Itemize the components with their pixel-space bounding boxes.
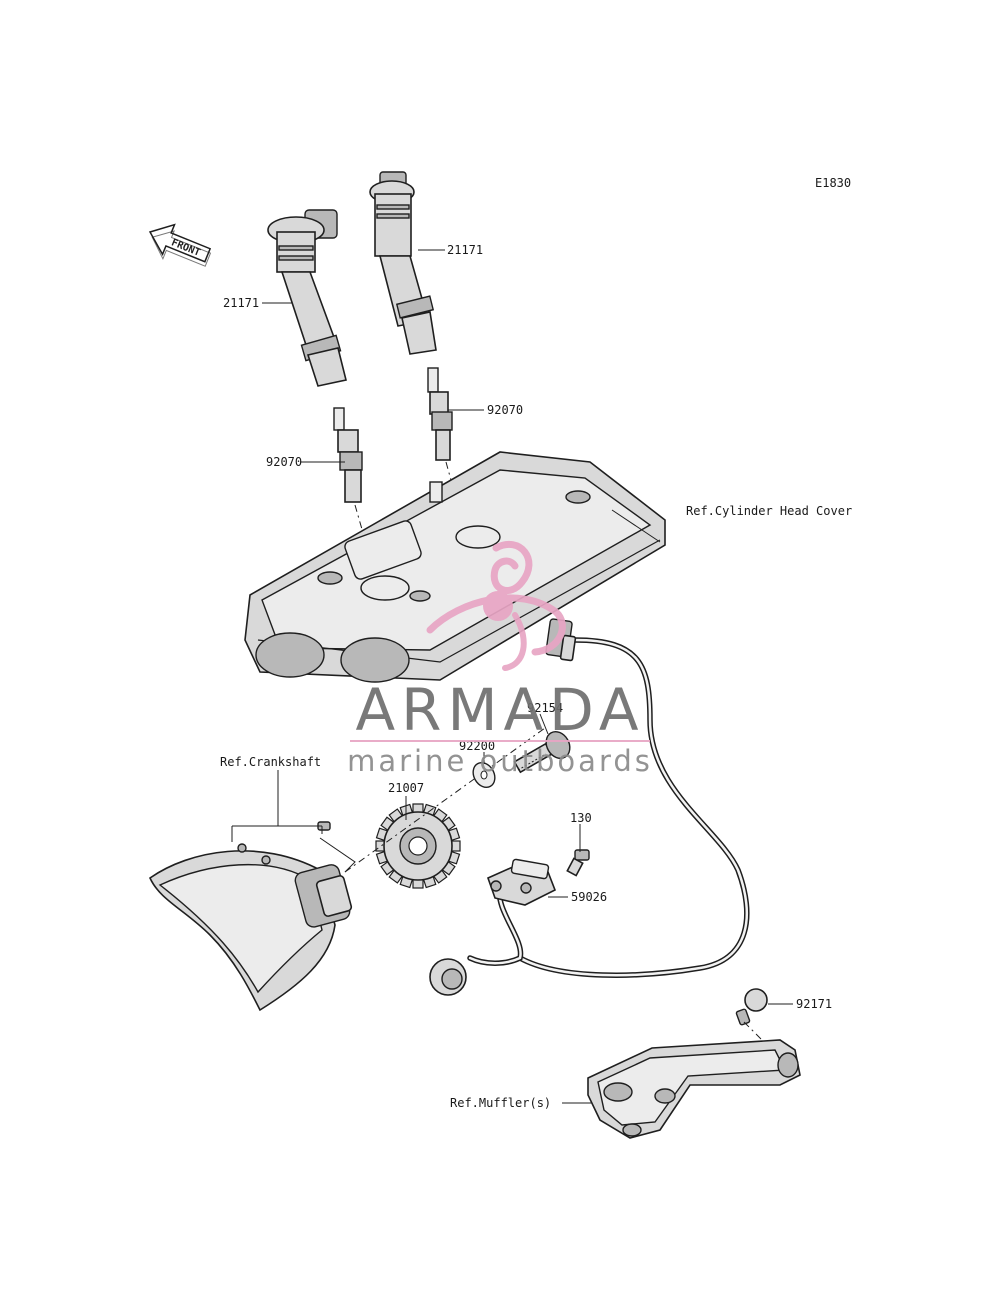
label-head-cover-ref: Ref.Cylinder Head Cover xyxy=(686,504,852,518)
label-plug-left: 92070 xyxy=(266,455,302,469)
logo-center xyxy=(483,591,513,621)
ignition-coil-right xyxy=(369,171,437,355)
watermark-tagline: marine outboards xyxy=(347,744,653,778)
watermark-brand: ARMADA xyxy=(355,676,644,744)
label-plug-right: 92070 xyxy=(487,403,523,417)
watermark: ARMADA marine outboards xyxy=(347,540,653,778)
label-coil-left: 21171 xyxy=(223,296,259,310)
wiring-harness xyxy=(429,618,750,996)
cylinder-head-cover xyxy=(244,451,666,683)
label-rotor: 21007 xyxy=(388,781,424,795)
logo-swirl-top xyxy=(490,540,533,594)
sensor-bolt xyxy=(566,849,590,877)
rotor-bolt xyxy=(513,730,571,774)
timing-rotor xyxy=(375,803,461,889)
watermark-logo-icon xyxy=(426,540,566,671)
label-coil-right: 21171 xyxy=(447,243,483,257)
muffler-bracket xyxy=(587,1039,801,1139)
logo-swirl-right xyxy=(502,612,527,671)
harness-clamp xyxy=(735,988,773,1051)
leader-lines xyxy=(262,249,793,1104)
crankshaft-ref-bracket xyxy=(231,770,356,873)
label-sensor-bolt: 130 xyxy=(570,811,592,825)
washer xyxy=(472,761,496,789)
label-crankshaft-ref: Ref.Crankshaft xyxy=(220,755,321,769)
label-clamp: 92171 xyxy=(796,997,832,1011)
spark-plug-left xyxy=(333,407,363,503)
front-arrow-icon: FRONT xyxy=(148,223,212,267)
label-muffler-ref: Ref.Muffler(s) xyxy=(450,1096,551,1110)
label-bolt: 92154 xyxy=(527,701,563,715)
label-washer: 92200 xyxy=(459,739,495,753)
crankshaft-end xyxy=(148,821,353,1012)
crank-position-sensor xyxy=(487,858,557,906)
ignition-coil-left xyxy=(267,209,347,387)
label-sensor: 59026 xyxy=(571,890,607,904)
logo-swirl-left xyxy=(426,594,566,656)
diagram-code: E1830 xyxy=(815,176,851,190)
spark-plug-right xyxy=(427,367,453,461)
